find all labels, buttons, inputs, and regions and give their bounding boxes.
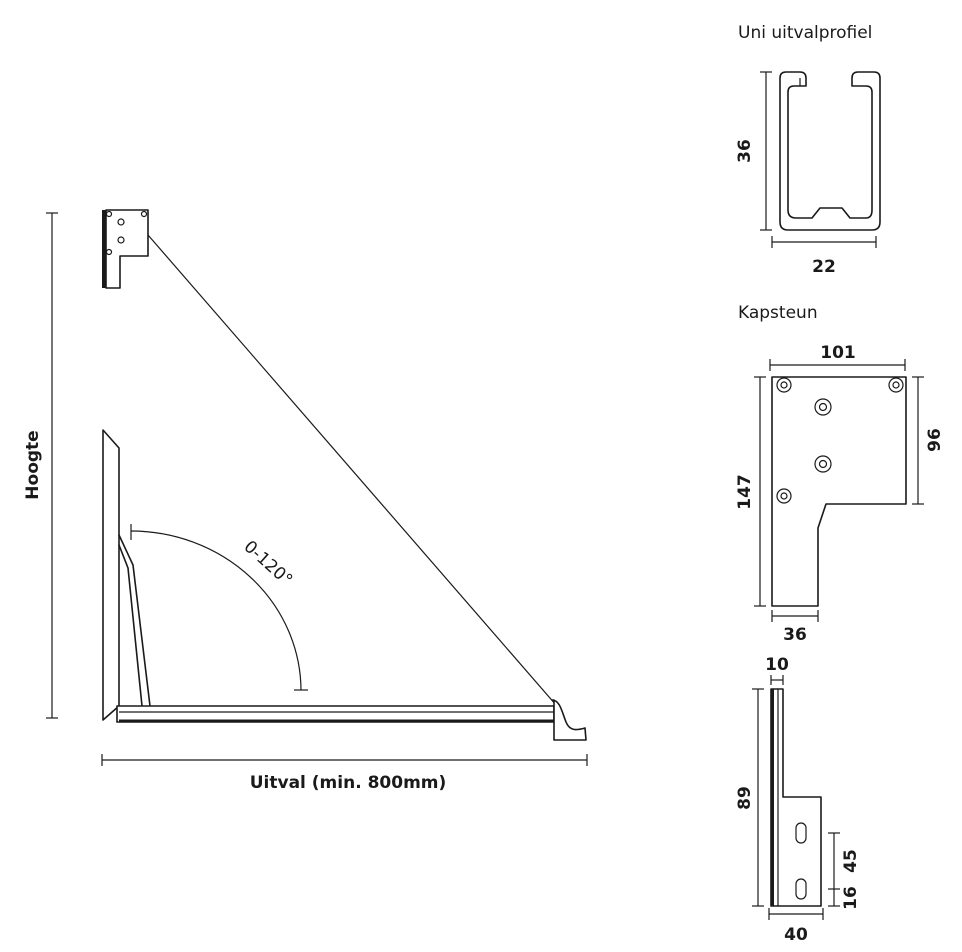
side-width-label: 40 xyxy=(784,925,808,945)
side-height-label: 89 xyxy=(735,786,755,810)
height-label: Hoogte xyxy=(23,430,43,499)
bracket-title: Kapsteun xyxy=(738,303,818,323)
bracket-bottom-width-label: 36 xyxy=(783,625,807,645)
profile-width-label: 22 xyxy=(812,257,836,277)
projection-dimension: Uitval (min. 800mm) xyxy=(101,754,588,793)
height-dimension: Hoogte xyxy=(23,212,58,719)
lower-wall-plate xyxy=(102,429,151,721)
side-bracket-slots xyxy=(795,822,807,900)
profile-detail: Uni uitvalprofiel 36 22 xyxy=(735,23,881,277)
profile-shape xyxy=(779,71,881,231)
angle-label: 0-120° xyxy=(240,537,296,591)
bracket-right-height-label: 96 xyxy=(925,428,945,452)
main-side-view: Hoogte 0-120° xyxy=(23,209,588,793)
side-thickness-label: 10 xyxy=(765,655,789,675)
side-bracket-detail: 10 89 45 16 40 xyxy=(735,655,861,945)
fabric-line xyxy=(147,234,557,706)
bracket-plate xyxy=(771,376,907,607)
bracket-top-width-label: 101 xyxy=(820,343,856,363)
bracket-detail: Kapsteun 101 96 147 36 xyxy=(735,303,945,645)
angle-indicator: 0-120° xyxy=(130,524,308,691)
projection-label: Uitval (min. 800mm) xyxy=(250,773,447,793)
front-bar xyxy=(116,699,587,741)
profile-height-label: 36 xyxy=(735,139,755,163)
bracket-holes xyxy=(776,377,904,504)
bracket-left-height-label: 147 xyxy=(735,474,755,510)
side-bottom-offset-label: 16 xyxy=(841,886,861,910)
profile-title: Uni uitvalprofiel xyxy=(738,23,872,43)
side-slot-spacing-label: 45 xyxy=(841,849,861,873)
top-wall-bracket xyxy=(102,209,149,289)
